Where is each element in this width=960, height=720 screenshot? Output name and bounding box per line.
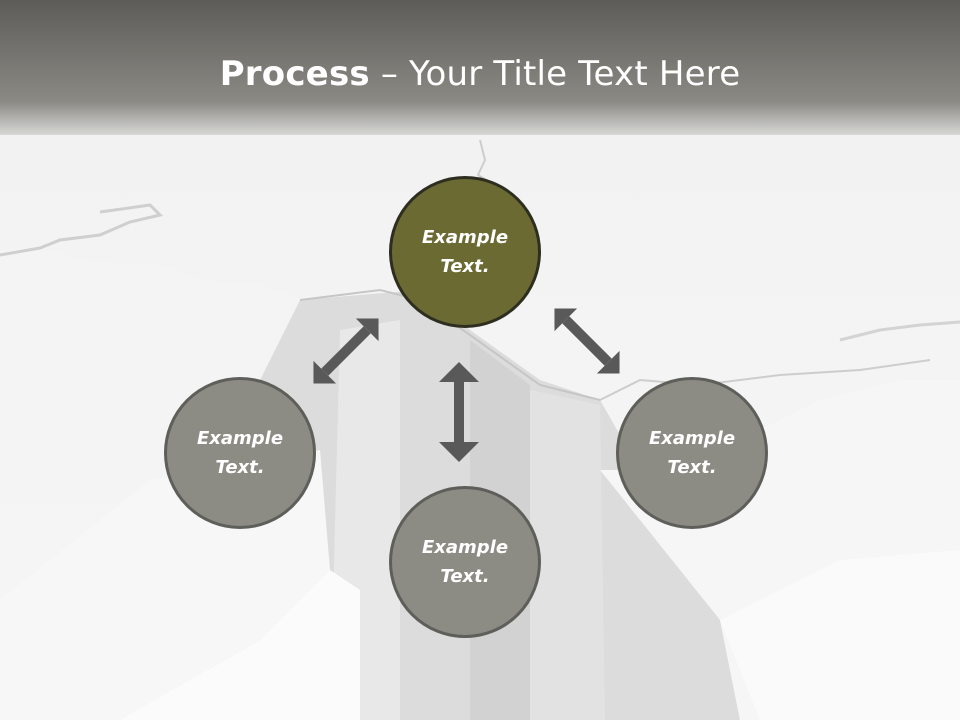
title-rest: – Your Title Text Here — [369, 54, 741, 94]
page-title: Process – Your Title Text Here — [0, 52, 960, 96]
process-node-right: Example Text. — [616, 377, 768, 529]
process-node-left: Example Text. — [164, 377, 316, 529]
process-node-top: Example Text. — [389, 176, 541, 328]
process-node-bottom: Example Text. — [389, 486, 541, 638]
node-label: Example Text. — [196, 428, 284, 478]
node-label: Example Text. — [421, 537, 509, 587]
node-label: Example Text. — [648, 428, 736, 478]
node-label: Example Text. — [421, 227, 509, 277]
title-bold: Process — [219, 54, 370, 94]
